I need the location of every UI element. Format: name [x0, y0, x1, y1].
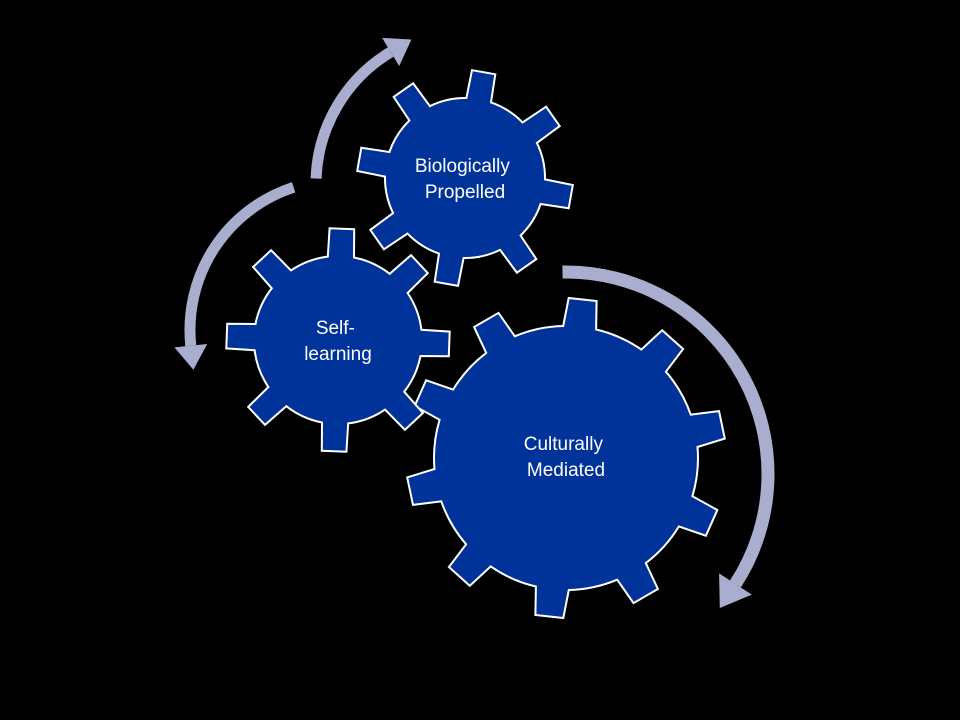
- gear-top-label: Biologically Propelled: [415, 156, 515, 203]
- arrow-top-gear: [310, 47, 394, 179]
- gear-self-learning: [225, 227, 451, 453]
- gear-biologically-propelled: [356, 69, 574, 287]
- cycle-arrows: [174, 37, 775, 608]
- gear-large-label-line2: Mediated: [527, 460, 605, 481]
- gear-top-label-line1: Biologically: [415, 156, 511, 177]
- arrow-small-gear-head: [174, 344, 208, 370]
- arrow-small-gear: [184, 182, 296, 347]
- gear-large-label-line1: Culturally: [524, 434, 604, 455]
- gear-top-label-line2: Propelled: [425, 182, 505, 203]
- gear-small-label: Self- learning: [304, 318, 372, 365]
- arrow-large-gear-head: [719, 573, 752, 608]
- gear-small-label-line1: Self-: [316, 318, 355, 339]
- gear-culturally-mediated: [406, 296, 726, 620]
- gear-large-label: Culturally Mediated: [524, 434, 608, 481]
- arrow-large-gear: [562, 265, 775, 588]
- arrow-top-gear-head: [382, 37, 412, 67]
- gear-small-label-line2: learning: [304, 344, 372, 365]
